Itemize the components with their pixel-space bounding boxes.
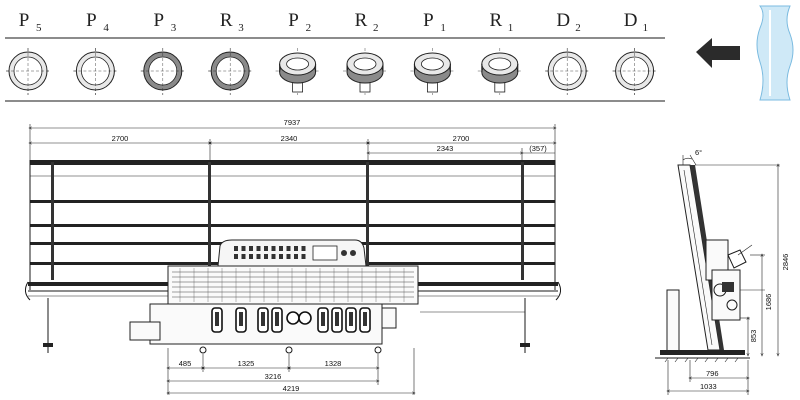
wheel-sub-label: 1 bbox=[508, 22, 514, 34]
dim-segment-1: 2700 bbox=[112, 134, 129, 143]
side-view: 6° 2846 1686 853 796 bbox=[655, 148, 790, 395]
grinding-motor bbox=[345, 307, 357, 333]
dim-base-depth: 1033 bbox=[700, 382, 717, 391]
wheel-label: P bbox=[19, 10, 30, 31]
grinding-motor bbox=[211, 307, 223, 333]
dim-bottom-1: 485 bbox=[179, 359, 192, 368]
grinding-motor bbox=[317, 307, 329, 333]
grinding-motor bbox=[235, 307, 247, 333]
front-view: 7937 2700 2340 2700 2343 (357) bbox=[24, 118, 562, 395]
wheel-label: P bbox=[86, 10, 97, 31]
wheel-sub-label: 4 bbox=[103, 22, 109, 34]
wheel-label: D bbox=[624, 10, 638, 31]
dim-depth: 796 bbox=[706, 369, 719, 378]
dim-second-2: (357) bbox=[529, 144, 547, 153]
dim-segment-2: 2340 bbox=[281, 134, 298, 143]
grinding-motor bbox=[331, 307, 343, 333]
dim-angle: 6° bbox=[695, 148, 702, 157]
wheel-label: R bbox=[489, 10, 502, 31]
wheel-label: P bbox=[288, 10, 299, 31]
wheel-sub-label: 1 bbox=[643, 22, 649, 34]
wheel-sub-label: 2 bbox=[306, 22, 312, 34]
wheel-label: R bbox=[220, 10, 233, 31]
dim-second-1: 2343 bbox=[437, 144, 454, 153]
dim-base-total: 4219 bbox=[283, 384, 300, 393]
wheel-sub-label: 5 bbox=[36, 22, 42, 34]
dim-bottom-2: 1325 bbox=[238, 359, 255, 368]
panel-display bbox=[312, 245, 338, 261]
wheel-label: P bbox=[423, 10, 434, 31]
wheel-sub-label: 2 bbox=[575, 22, 581, 34]
arrow-left-icon bbox=[696, 38, 740, 68]
dim-height-low: 853 bbox=[749, 330, 758, 343]
glass-edge-icon bbox=[756, 5, 794, 101]
front-legs bbox=[43, 298, 530, 354]
grinding-motor bbox=[257, 307, 269, 333]
wheel-sub-label: 1 bbox=[440, 22, 446, 34]
dim-bottom-total: 3216 bbox=[265, 372, 282, 381]
dim-bottom-3: 1328 bbox=[325, 359, 342, 368]
grinding-housing bbox=[167, 265, 419, 305]
wheel-sub-label: 2 bbox=[373, 22, 379, 34]
wheel-label: P bbox=[154, 10, 165, 31]
grinding-motor bbox=[271, 307, 283, 333]
grinding-motor bbox=[359, 307, 371, 333]
wheel-label: D bbox=[556, 10, 570, 31]
dim-overall: 7937 bbox=[284, 118, 301, 127]
dim-segment-3: 2700 bbox=[453, 134, 470, 143]
side-base bbox=[660, 350, 745, 355]
wheel-label: R bbox=[355, 10, 368, 31]
dim-height-total: 2846 bbox=[781, 254, 790, 271]
dim-height-mid: 1686 bbox=[764, 294, 773, 311]
wheel-sub-label: 3 bbox=[171, 22, 177, 34]
frame-top-bar bbox=[30, 160, 555, 165]
wheel-sub-label: 3 bbox=[238, 22, 244, 34]
